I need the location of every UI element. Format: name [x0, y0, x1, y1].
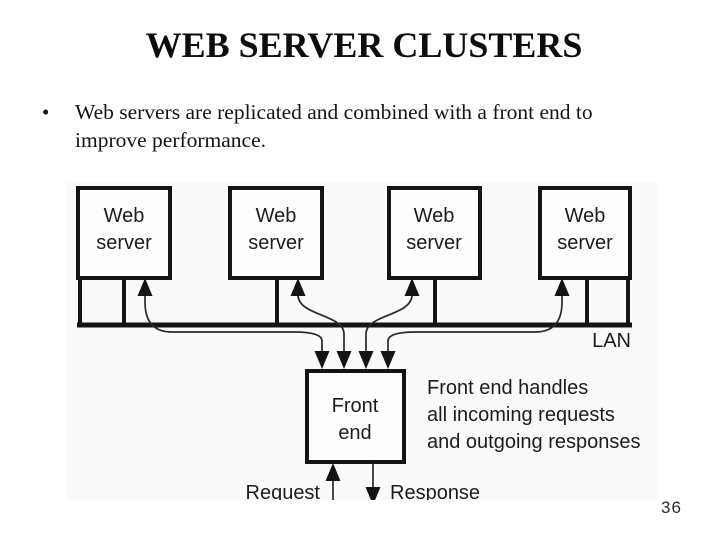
request-up-arrowhead — [325, 463, 341, 481]
down-arrowhead-frontend-1 — [314, 351, 330, 369]
web-server-box-2-label-line1: Web — [256, 205, 297, 227]
web-server-box-3-label-line1: Web — [414, 205, 455, 227]
cluster-diagram-svg: Web server Web server Web server Web ser… — [76, 186, 641, 500]
web-server-box-1-label-line1: Web — [104, 205, 145, 227]
lan-label: LAN — [592, 330, 631, 352]
web-server-box-4-label-line1: Web — [565, 205, 606, 227]
bullet-marker: • — [42, 100, 50, 124]
up-arrowhead-server-2 — [290, 278, 306, 296]
down-arrowhead-frontend-4 — [380, 351, 396, 369]
bullet-text: Web servers are replicated and combined … — [75, 98, 593, 154]
up-arrowhead-server-4 — [554, 278, 570, 296]
annotation-line-1: Front end handles — [427, 377, 588, 399]
web-server-box-2-label-line2: server — [248, 232, 304, 254]
annotation-line-3: and outgoing responses — [427, 431, 641, 453]
web-server-box-1-label-line2: server — [96, 232, 152, 254]
page-number: 36 — [661, 498, 682, 517]
front-end-label-line1: Front — [332, 395, 379, 417]
down-arrowhead-frontend-3 — [358, 351, 374, 369]
up-arrowhead-server-1 — [137, 278, 153, 296]
flow-curve-server-3 — [365, 294, 413, 352]
bullet-item: • Web servers are replicated and combine… — [42, 98, 682, 154]
bullet-text-line-2: improve performance. — [75, 128, 267, 152]
front-end-box — [305, 369, 406, 464]
slide-title: WEB SERVER CLUSTERS — [145, 25, 583, 65]
request-label: Request — [246, 482, 321, 500]
annotation-line-2: all incoming requests — [427, 404, 615, 426]
flow-curve-server-4 — [387, 295, 563, 352]
bullet-text-line-1: Web servers are replicated and combined … — [75, 100, 593, 124]
web-server-box-4-label-line2: server — [557, 232, 613, 254]
response-label: Response — [390, 482, 480, 500]
cluster-diagram: Web server Web server Web server Web ser… — [66, 181, 657, 500]
web-server-box-4 — [538, 186, 632, 280]
response-down-arrowhead — [365, 487, 381, 500]
front-end-label-line2: end — [338, 422, 371, 444]
web-server-box-3-label-line2: server — [406, 232, 462, 254]
down-arrowhead-frontend-2 — [336, 351, 352, 369]
up-arrowhead-server-3 — [404, 278, 420, 296]
flow-curve-server-1 — [144, 295, 323, 352]
flow-curve-server-2 — [297, 294, 345, 352]
